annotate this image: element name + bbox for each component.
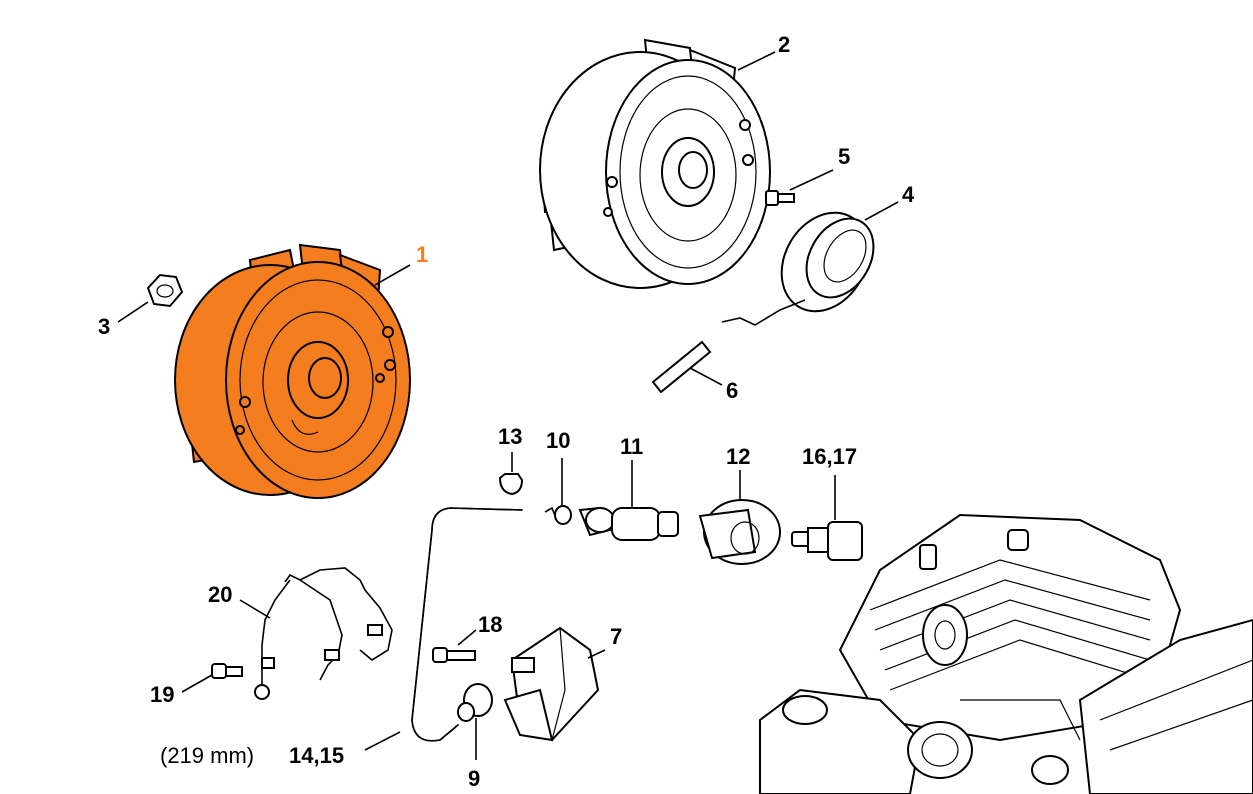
screw-part-5[interactable] <box>765 190 795 206</box>
nut-part-3[interactable] <box>146 273 184 308</box>
screw-part-19[interactable] <box>211 663 243 679</box>
callout-1[interactable]: 1 <box>416 242 429 267</box>
callout-16-17[interactable]: 16,17 <box>802 444 858 469</box>
screw-part-18[interactable] <box>432 647 476 663</box>
callout-12[interactable]: 12 <box>726 444 751 469</box>
ignition-lead-part-14-15[interactable] <box>411 507 523 742</box>
flywheel-part-2[interactable] <box>539 38 771 289</box>
pin-part-6[interactable] <box>651 340 712 394</box>
callout-6[interactable]: 6 <box>726 378 739 403</box>
callout-19[interactable]: 19 <box>150 682 175 707</box>
callout-5[interactable]: 5 <box>838 144 851 169</box>
leader-lines <box>117 51 899 760</box>
ring-part-4[interactable] <box>721 197 887 327</box>
callout-10[interactable]: 10 <box>546 428 571 453</box>
engine-block <box>759 513 1253 794</box>
spring-part-10[interactable] <box>544 505 572 525</box>
flywheel-part-1[interactable] <box>174 243 411 499</box>
clip-part-13[interactable] <box>498 473 524 496</box>
spark-plug-part-16-17[interactable] <box>791 521 863 561</box>
connector-part-11[interactable] <box>578 506 679 541</box>
ignition-module-part-7[interactable] <box>503 626 600 742</box>
wiring-harness-part-20[interactable] <box>254 567 393 700</box>
callout-14-15[interactable]: 14,15 <box>289 743 345 768</box>
callout-3[interactable]: 3 <box>98 314 111 339</box>
callout-9[interactable]: 9 <box>468 766 481 791</box>
callout-4[interactable]: 4 <box>902 182 915 207</box>
sleeve-part-12[interactable] <box>698 499 781 565</box>
terminal-part-9[interactable] <box>457 683 493 722</box>
callout-20[interactable]: 20 <box>208 582 233 607</box>
callout-2[interactable]: 2 <box>778 32 791 57</box>
callout-18[interactable]: 18 <box>478 612 503 637</box>
callout-14-15-length-note: (219 mm) <box>160 743 255 768</box>
callout-7[interactable]: 7 <box>610 624 623 649</box>
callout-11[interactable]: 11 <box>620 434 644 459</box>
callout-13[interactable]: 13 <box>498 424 523 449</box>
